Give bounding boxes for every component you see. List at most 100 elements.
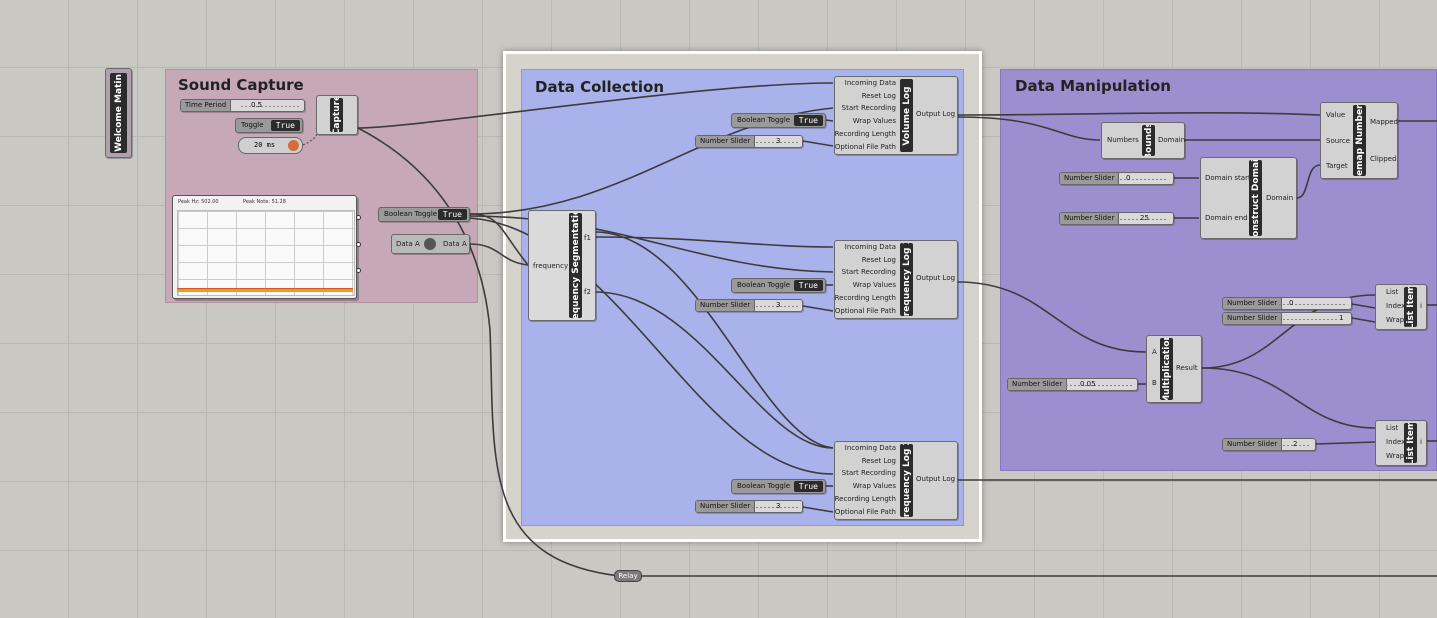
bounds-output: Domain <box>1158 136 1186 144</box>
welcome-component[interactable]: Welcome Matin <box>105 68 132 158</box>
time-period-label: Time Period <box>181 100 232 111</box>
number-slider-volume[interactable]: Number Slider 3 <box>695 135 803 148</box>
wire <box>1351 317 1376 323</box>
wire <box>357 127 621 577</box>
wire <box>802 506 834 513</box>
boolean-toggle-freq-1[interactable]: Boolean Toggle True <box>731 278 826 293</box>
scope-output-port[interactable] <box>356 215 361 220</box>
time-period-slider[interactable]: Time Period 0.5 <box>180 99 305 112</box>
log-input-wrap: Wrap Values <box>852 281 896 289</box>
slider-label: Number Slider <box>1223 298 1283 309</box>
capture-core: Capture <box>330 98 343 132</box>
time-period-value: 0.5 <box>251 101 263 109</box>
slider-label: Number Slider <box>1223 313 1283 324</box>
log-input-length: Recording Length <box>834 130 896 138</box>
boolean-toggle-sound[interactable]: Boolean Toggle True <box>378 207 470 222</box>
list-item-input-wrap: Wrap <box>1386 316 1405 324</box>
welcome-core: Welcome Matin <box>110 73 127 153</box>
boolean-toggle-volume[interactable]: Boolean Toggle True <box>731 113 826 128</box>
construct-domain-component[interactable]: Domain start Domain end Construct Domain… <box>1200 157 1297 239</box>
data-a-output: Data A <box>443 240 467 248</box>
number-slider-list-shift-1[interactable]: Number Slider 1 <box>1222 312 1352 325</box>
relay-component[interactable]: Relay <box>614 570 642 582</box>
remap-output-mapped: Mapped <box>1370 118 1398 126</box>
number-slider-domain-start[interactable]: Number Slider 0 <box>1059 172 1174 185</box>
construct-output: Domain <box>1266 194 1294 202</box>
slider-label: Number Slider <box>1060 213 1120 224</box>
toggle-value[interactable]: True <box>793 115 823 126</box>
log-input-length: Recording Length <box>834 495 896 503</box>
toggle-value[interactable]: True <box>437 209 467 220</box>
list-item-component-1[interactable]: List Index Wrap List Item i <box>1375 284 1427 330</box>
number-slider-list-index-1[interactable]: Number Slider 0 <box>1222 297 1352 310</box>
slider-value: 0 <box>1126 174 1131 182</box>
remap-numbers-component[interactable]: Value Source Target Remap Numbers Mapped… <box>1320 102 1398 179</box>
log-output: Output Log <box>916 274 956 282</box>
list-item-input-list: List <box>1386 424 1399 432</box>
list-item-input-wrap: Wrap <box>1386 452 1405 460</box>
number-slider-freq-1[interactable]: Number Slider 3 <box>695 299 803 312</box>
slider-label: Number Slider <box>1008 379 1068 390</box>
log-input-reset: Reset Log <box>861 256 896 264</box>
frequency-segmentation-component[interactable]: frequency Frequency Segmentation f1 f2 <box>528 210 596 321</box>
toggle-label: Boolean Toggle <box>384 210 438 218</box>
number-slider-freq-2[interactable]: Number Slider 3 <box>695 500 803 513</box>
multiplication-component[interactable]: A B Multiplication Result <box>1146 335 1202 403</box>
timer-value: 20 ms <box>254 141 276 149</box>
frequency-log-1-component[interactable]: Incoming Data Reset Log Start Recording … <box>834 240 958 319</box>
toggle-value[interactable]: True <box>270 120 300 131</box>
list-item-output: i <box>1420 438 1422 446</box>
toggle-value[interactable]: True <box>793 280 823 291</box>
wire <box>1296 164 1321 199</box>
toggle-label: Boolean Toggle <box>737 482 791 490</box>
timer-component[interactable]: 20 ms <box>238 137 303 154</box>
wire <box>957 116 1101 141</box>
scope-panel[interactable]: Peak Hz: 502.00 Peak Note: 51.28 <box>172 195 357 299</box>
bounds-component[interactable]: Numbers Bounds Domain <box>1101 122 1185 159</box>
list-item-core: List Item <box>1404 423 1417 463</box>
data-dam-icon <box>424 238 436 250</box>
slider-value: 2 <box>1293 440 1298 448</box>
boolean-toggle-freq-2[interactable]: Boolean Toggle True <box>731 479 826 494</box>
wire <box>469 217 834 475</box>
log-output: Output Log <box>916 475 956 483</box>
bounds-core: Bounds <box>1142 125 1155 156</box>
scope-output-port[interactable] <box>356 268 361 273</box>
log-input-reset: Reset Log <box>861 92 896 100</box>
number-slider-list-index-2[interactable]: Number Slider 2 <box>1222 438 1316 451</box>
wire <box>1351 303 1376 309</box>
wire <box>594 236 834 248</box>
capture-component[interactable]: Capture <box>316 95 358 135</box>
log-input-incoming: Incoming Data <box>844 444 896 452</box>
mult-input-a: A <box>1152 348 1157 356</box>
capture-toggle[interactable]: Toggle True <box>235 118 303 133</box>
log-input-incoming: Incoming Data <box>844 79 896 87</box>
wire <box>594 291 834 449</box>
slider-rail <box>752 142 798 143</box>
wire <box>825 119 834 122</box>
log-input-wrap: Wrap Values <box>852 117 896 125</box>
wire <box>957 111 1321 116</box>
log-input-incoming: Incoming Data <box>844 243 896 251</box>
scope-output-port[interactable] <box>356 242 361 247</box>
volume-log-component[interactable]: Incoming Data Reset Log Start Recording … <box>834 76 958 155</box>
wire <box>957 281 1147 353</box>
slider-rail <box>1116 179 1168 180</box>
toggle-label: Boolean Toggle <box>737 281 791 289</box>
multiplication-core: Multiplication <box>1160 338 1173 400</box>
slider-value: 3 <box>776 301 781 309</box>
slider-value: 3 <box>776 137 781 145</box>
list-item-label: List Item <box>1405 287 1416 327</box>
data-dam-component[interactable]: Data A Data A <box>391 234 470 254</box>
list-item-component-2[interactable]: List Index Wrap List Item i <box>1375 420 1427 466</box>
construct-input-start: Domain start <box>1205 174 1251 182</box>
log-input-path: Optional File Path <box>834 143 896 151</box>
construct-domain-label: Construct Domain <box>1250 160 1261 236</box>
bounds-label: Bounds <box>1143 125 1154 156</box>
slider-label: Number Slider <box>1060 173 1120 184</box>
toggle-value[interactable]: True <box>793 481 823 492</box>
frequency-log-2-component[interactable]: Incoming Data Reset Log Start Recording … <box>834 441 958 520</box>
number-slider-domain-end[interactable]: Number Slider 25 <box>1059 212 1174 225</box>
number-slider-multiplier[interactable]: Number Slider 0.05 <box>1007 378 1138 391</box>
